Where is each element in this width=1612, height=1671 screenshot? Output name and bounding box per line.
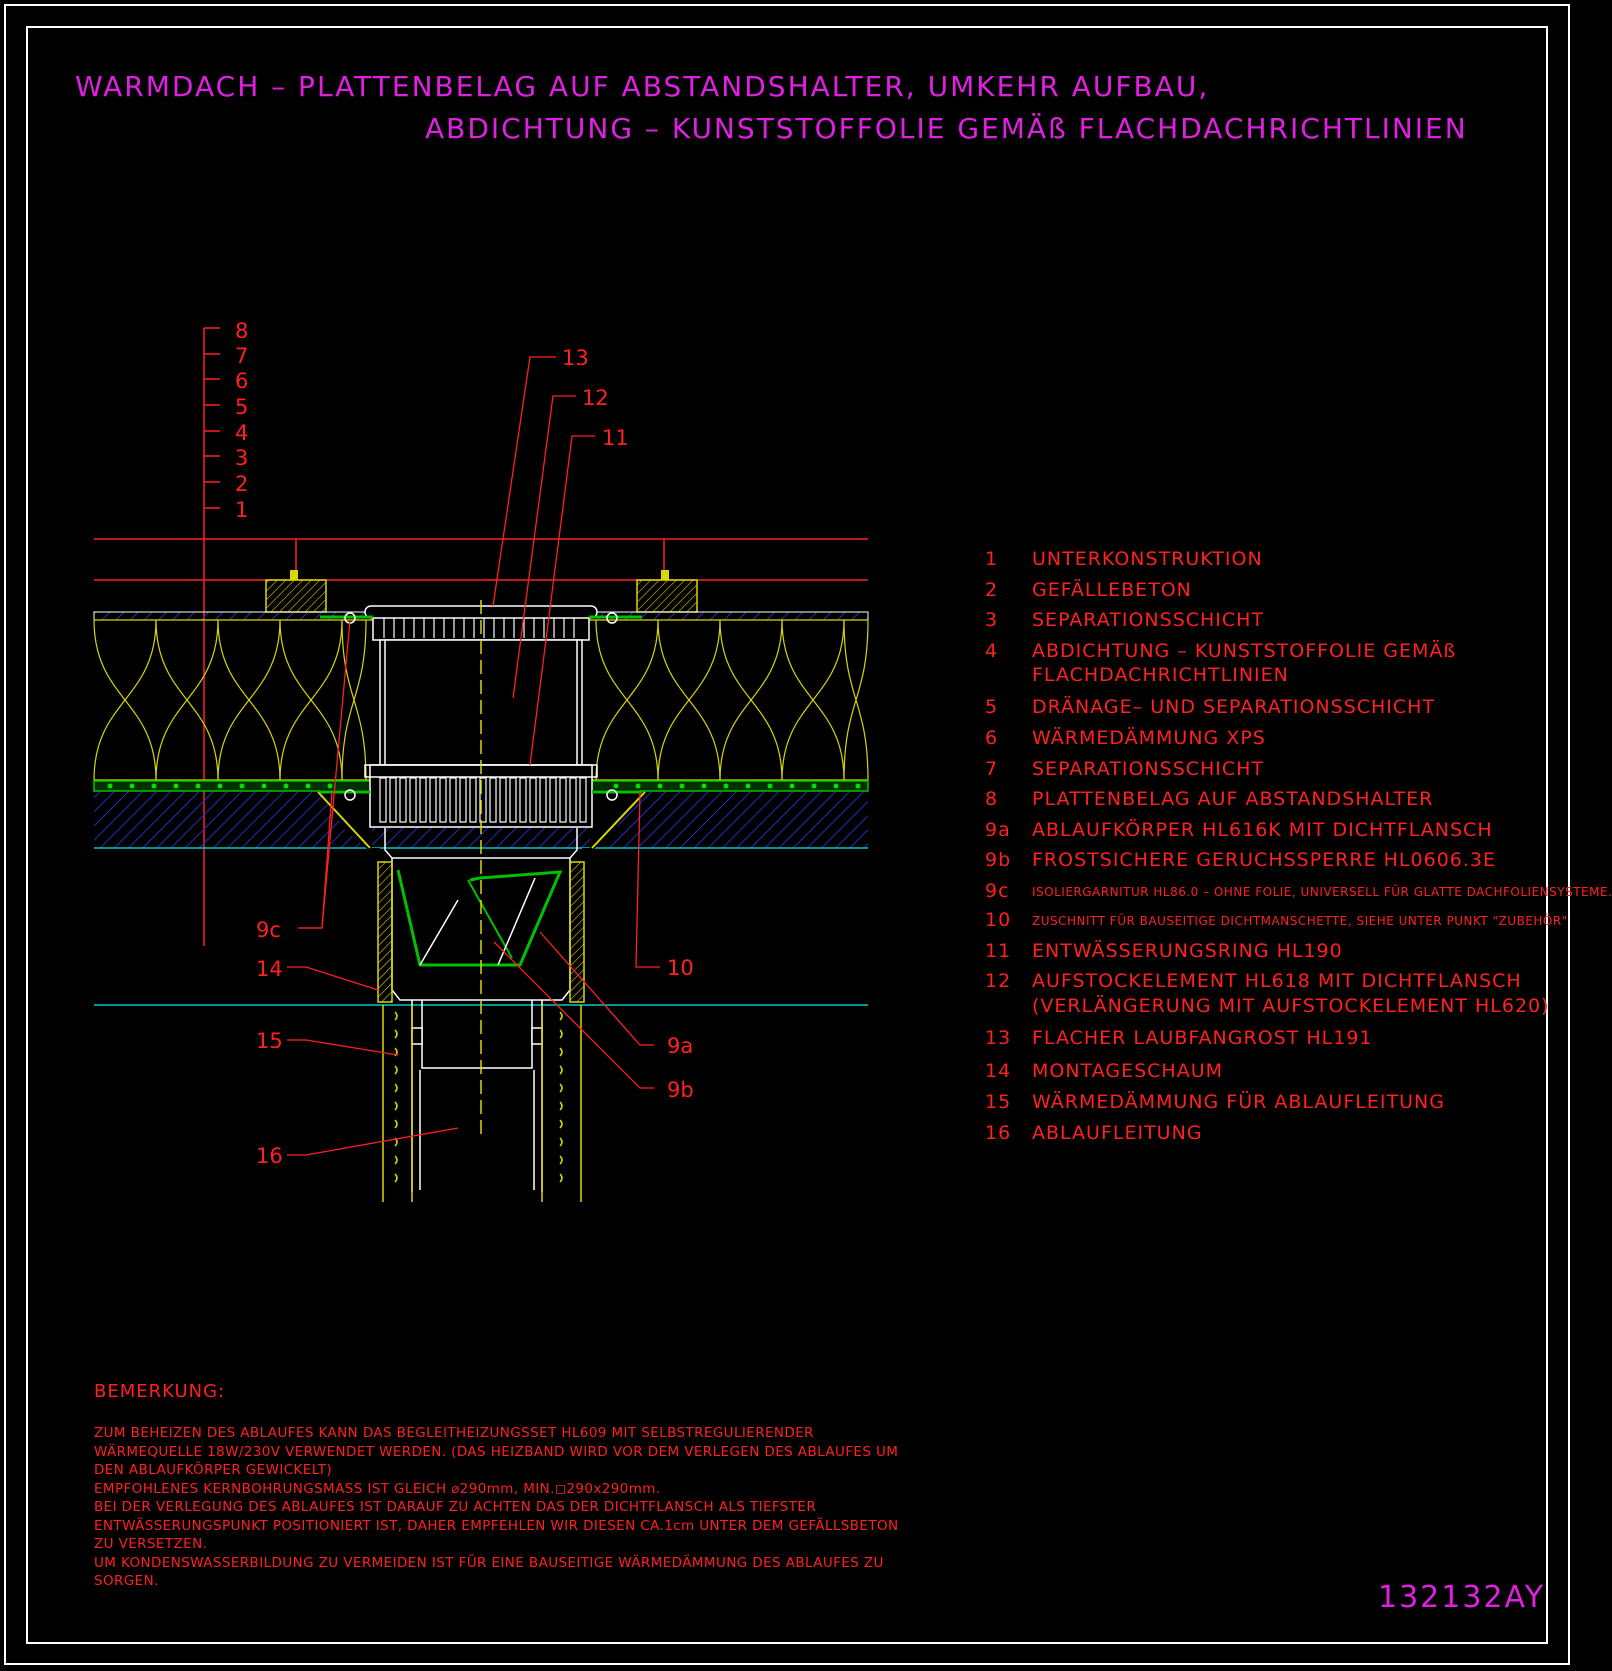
layer-marker-6: 6: [235, 369, 248, 393]
layer-marker-1: 1: [235, 498, 248, 522]
remark-line: ZUM BEHEIZEN DES ABLAUFES KANN DAS BEGLE…: [94, 1425, 814, 1441]
callout-9c: 9c: [256, 918, 281, 942]
drain-assembly: [320, 600, 642, 1202]
layer-marker-4: 4: [235, 421, 248, 445]
layer-marker-3: 3: [235, 446, 248, 470]
layer-marker-2: 2: [235, 472, 248, 496]
roof-drain-section-drawing: 8 7 6 5 4 3 2 1: [93, 319, 869, 1202]
callout-12: 12: [582, 386, 609, 410]
outer-frame: [4, 4, 1570, 1665]
remark-line: ENTWÄSSERUNGSPUNKT POSITIONIERT IST, DAH…: [94, 1517, 899, 1534]
remark-heading: BEMERKUNG:: [94, 1381, 226, 1402]
callout-9a: 9a: [667, 1034, 693, 1058]
callout-10: 10: [667, 956, 694, 980]
layer-marker-7: 7: [235, 344, 248, 368]
paving-slabs: [94, 538, 868, 613]
layer-marker-scale: 8 7 6 5 4 3 2 1: [203, 319, 248, 946]
remark-text: ZUM BEHEIZEN DES ABLAUFES KANN DAS BEGLE…: [94, 1424, 914, 1591]
callout-leaders: [287, 356, 660, 1156]
remark-line: BEI DER VERLEGUNG DES ABLAUFES IST DARAU…: [94, 1499, 817, 1515]
callout-15: 15: [256, 1029, 283, 1053]
remark-line: UM KONDENSWASSERBILDUNG ZU VERMEIDEN IST…: [94, 1554, 884, 1571]
layer-marker-5: 5: [235, 395, 248, 419]
callout-9b: 9b: [667, 1078, 694, 1102]
remark-line: WÄRMEQUELLE 18W/230V VERWENDET WERDEN. (…: [94, 1443, 899, 1460]
remark-line: SORGEN.: [94, 1573, 159, 1589]
callout-11: 11: [602, 426, 629, 450]
title-line-2: ABDICHTUNG – KUNSTSTOFFOLIE GEMÄß FLACHD…: [425, 112, 1468, 145]
drawing-code: 132132AY: [1378, 1580, 1546, 1615]
callout-13: 13: [562, 346, 589, 370]
core-bore-recess: [317, 790, 646, 860]
title-line-1: WARMDACH – PLATTENBELAG AUF ABSTANDSHALT…: [75, 70, 1210, 103]
remark-line: EMPFOHLENES KERNBOHRUNGSMASS IST GLEICH …: [94, 1480, 661, 1497]
layer-marker-8: 8: [235, 319, 248, 343]
remark-line: DEN ABLAUFKÖRPER GEWICKELT): [94, 1462, 333, 1478]
callout-14: 14: [256, 957, 283, 981]
remark-line: ZU VERSETZEN.: [94, 1536, 208, 1552]
inner-frame: [26, 26, 1548, 1644]
callout-16: 16: [256, 1144, 283, 1168]
callout-labels: 13 12 11 9c 14 15 16 10 9a 9b: [256, 346, 694, 1168]
